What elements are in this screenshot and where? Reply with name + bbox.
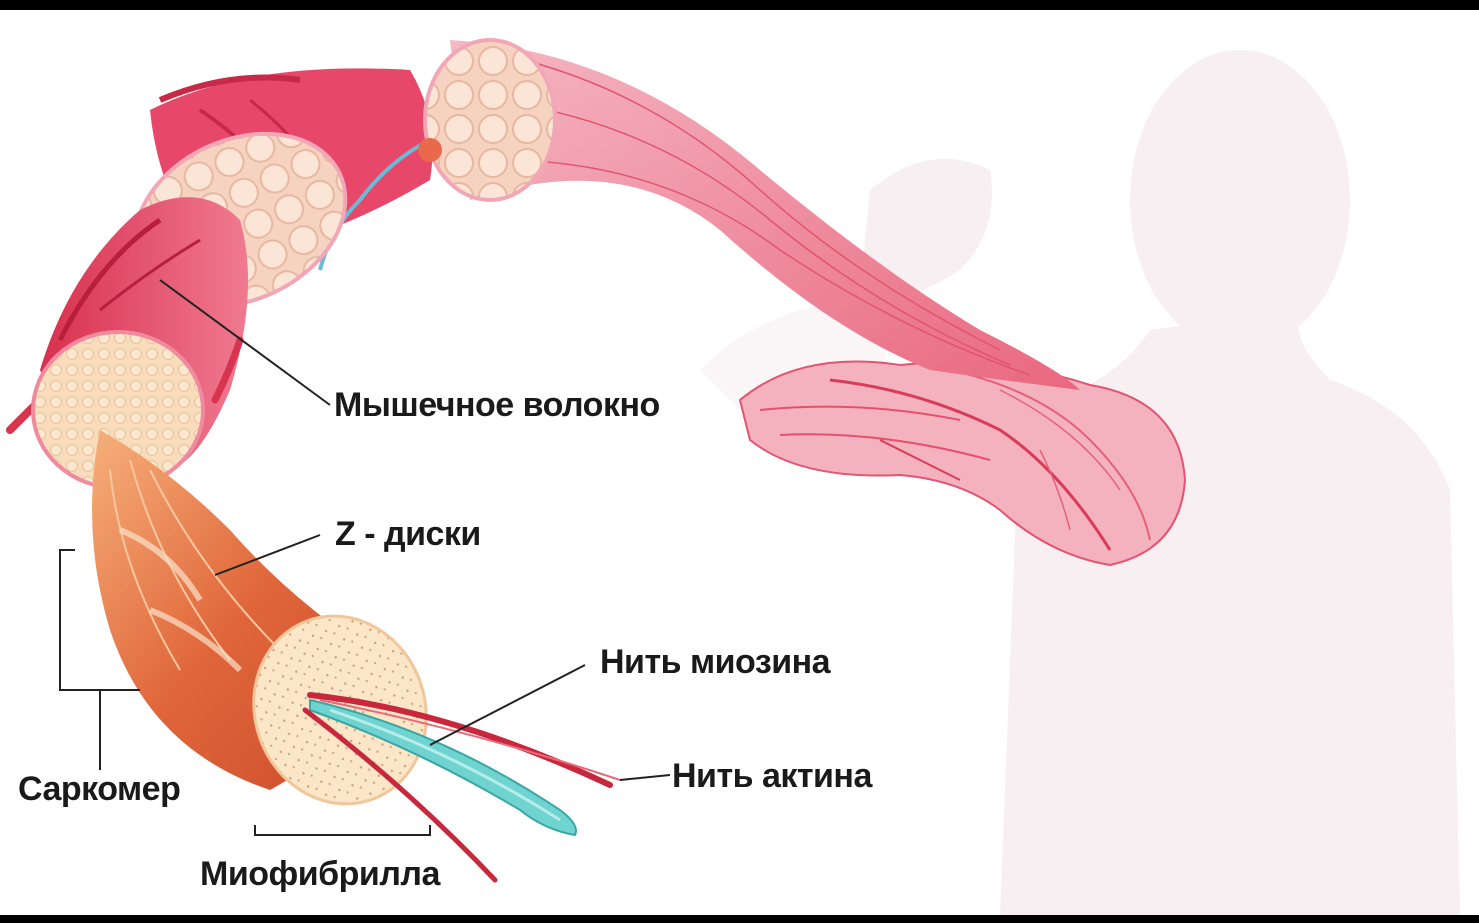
- label-myofibril: Миофибрилла: [200, 855, 440, 894]
- myofibril-cylinder: [92, 430, 452, 828]
- deltoid-muscle: [740, 362, 1185, 565]
- label-z-discs: Z - диски: [335, 515, 481, 554]
- label-sarcomere: Саркомер: [18, 770, 180, 809]
- diagram-canvas: Мышечное волокно Z - диски Нить миозина …: [0, 10, 1479, 915]
- label-muscle-fiber: Мышечное волокно: [334, 386, 660, 425]
- muscle-fiber-cylinder: [10, 197, 248, 488]
- label-actin-filament: Нить актина: [672, 757, 872, 796]
- label-myosin-filament: Нить миозина: [600, 643, 830, 682]
